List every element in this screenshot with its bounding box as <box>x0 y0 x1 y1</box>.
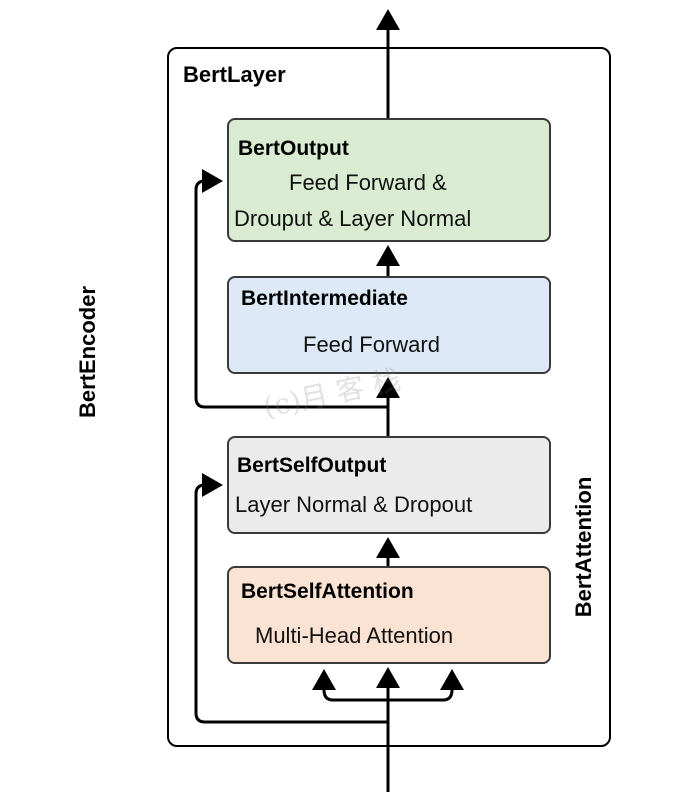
box-desc-line1: Layer Normal & Dropout <box>235 492 473 517</box>
box-title: BertSelfOutput <box>237 454 387 477</box>
box-desc-line1: Multi-Head Attention <box>255 623 454 648</box>
bert-output-box: BertOutput Feed Forward & Drouput & Laye… <box>227 118 551 242</box>
bert-layer-frame <box>167 47 611 747</box>
bert-layer-label: BertLayer <box>183 62 286 87</box>
box-title: BertOutput <box>238 137 349 160</box>
bert-intermediate-box: BertIntermediate Feed Forward <box>227 276 551 374</box>
bert-encoder-label: BertEncoder <box>75 285 100 419</box>
qkv-branch-left <box>312 669 388 702</box>
residual-arrow-2 <box>194 169 388 409</box>
box-title: BertIntermediate <box>241 287 408 310</box>
bert-self-output-box: BertSelfOutput Layer Normal & Dropout <box>227 436 551 534</box>
bert-attention-label: BertAttention <box>571 476 596 618</box>
box-desc-line2: Drouput & Layer Normal <box>234 206 472 231</box>
box-desc-line1: Feed Forward <box>303 332 440 357</box>
box-title: BertSelfAttention <box>241 580 414 603</box>
qkv-branch-right <box>388 669 464 702</box>
box-desc-line1: Feed Forward & <box>289 170 447 195</box>
bert-self-attention-box: BertSelfAttention Multi-Head Attention <box>227 566 551 664</box>
residual-arrow-1 <box>194 473 388 724</box>
